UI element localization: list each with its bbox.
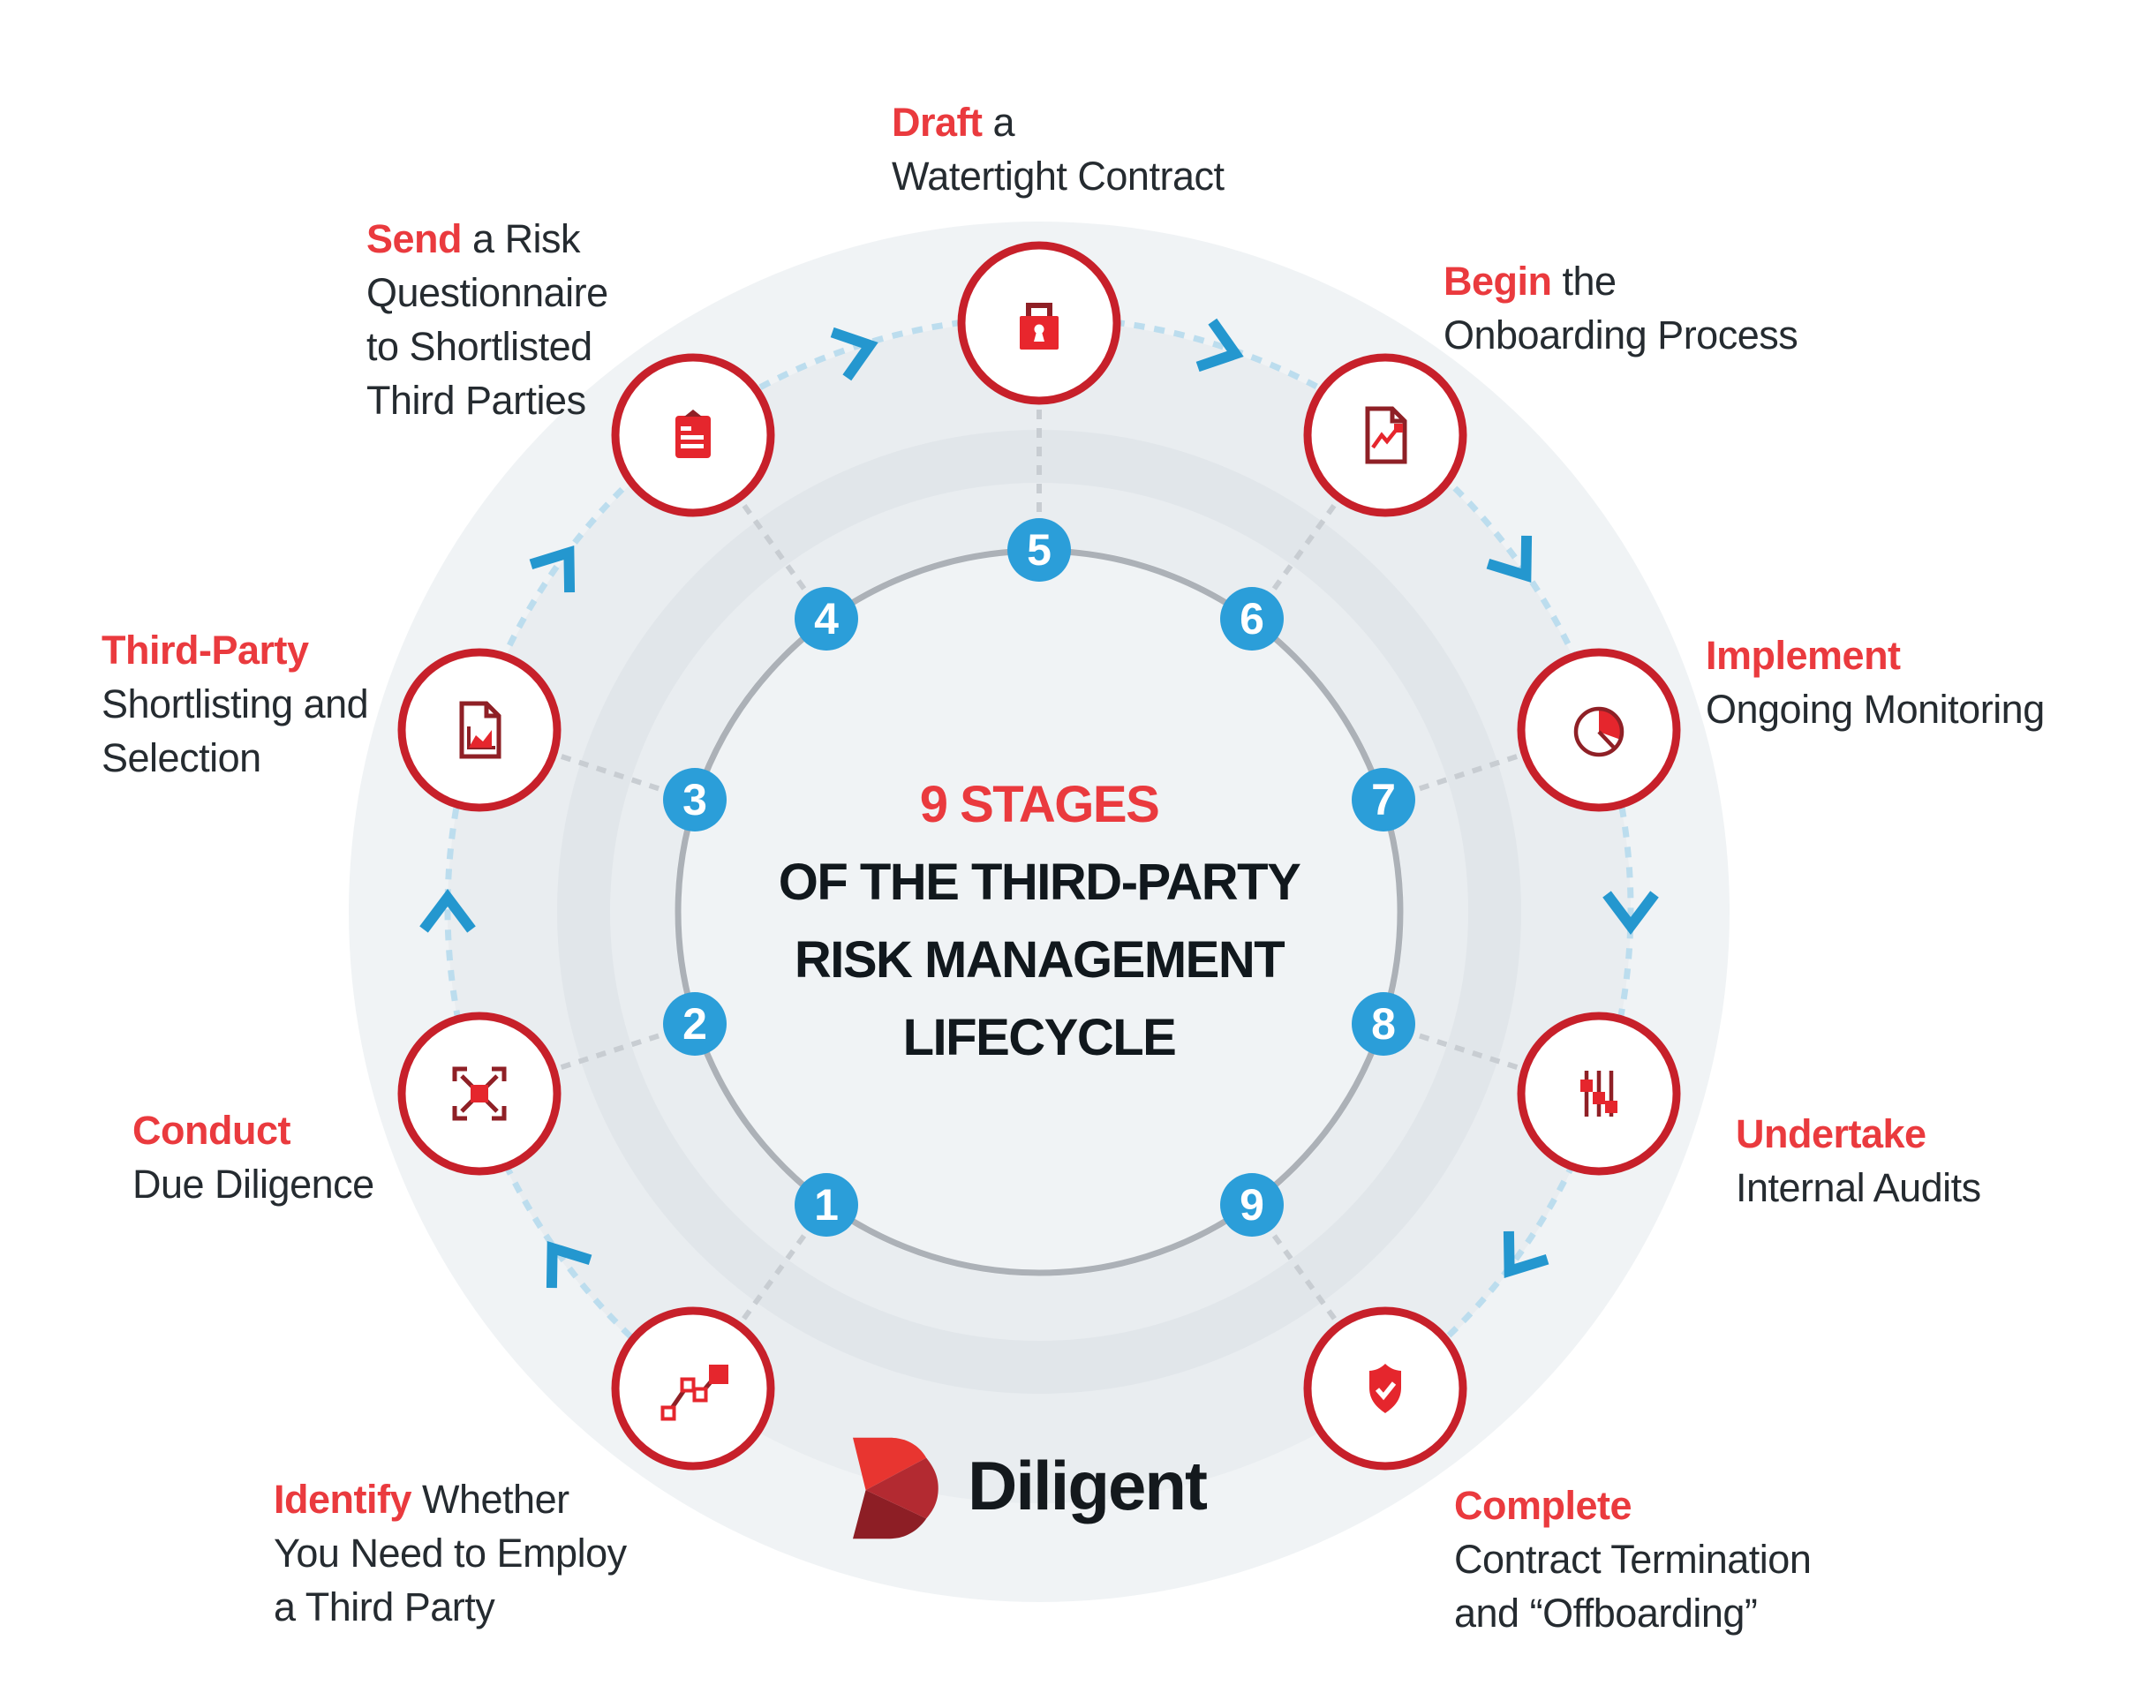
stage-icon-circles [397,241,1681,1471]
stage-label-text: Watertight Contract [892,154,1225,199]
stage-keyword: Conduct [132,1108,290,1153]
title-line: LIFECYCLE [902,1009,1177,1066]
direction-chevrons [419,318,1659,1289]
chevron-icon [1503,1230,1549,1279]
stage-3-label: Third-Party Shortlisting and Selection [102,623,508,785]
trend-chart-icon [660,1365,728,1421]
stage-keyword: Identify [274,1477,412,1522]
chevron-icon [546,1240,592,1289]
stage-5-badge: 5 [1007,518,1071,582]
stage-5-label: Draft a Watertight Contract [892,95,1386,203]
chevron-icon [830,327,878,381]
stage-9-badge: 9 [1220,1173,1284,1237]
stage-label-text: Onboarding Process [1444,312,1798,357]
chevron-icon [419,889,476,933]
stage-6-label: Begin the Onboarding Process [1444,254,1973,362]
stage-label-text: a Risk [462,216,581,261]
stage-label-text: Due Diligence [132,1162,374,1207]
stage-4-badge: 4 [795,587,858,651]
document-trend-icon [1365,406,1407,464]
stage-label-text: a [982,100,1015,145]
stage-1-badge: 1 [795,1173,858,1237]
lock-icon [1020,303,1059,350]
stage-7-label: Implement Ongoing Monitoring [1706,628,2130,736]
stage-label-text: Ongoing Monitoring [1706,687,2045,732]
stage-label-text: and “Offboarding” [1454,1591,1758,1636]
expand-arrows-icon [452,1066,507,1121]
stage-label-text: Third Parties [366,378,586,423]
title-line: OF THE THIRD-PARTY [778,854,1301,911]
page-title: 9 STAGES OF THE THIRD-PARTY RISK MANAGEM… [686,766,1392,1077]
center-disc [675,547,1404,1276]
stage-8-label: Undertake Internal Audits [1736,1107,2124,1215]
stage-label-text: Whether [411,1477,569,1522]
clipboard-icon [675,410,711,458]
stage-label-text: Questionnaire [366,270,608,315]
stage-keyword: Send [366,216,463,261]
stage-label-text: to Shortlisted [366,324,592,369]
chevron-icon [1602,891,1659,935]
stage-keyword: Complete [1454,1483,1632,1528]
stage-label-text: a Third Party [274,1584,495,1629]
stage-label-text: Selection [102,735,261,780]
shield-check-icon [1369,1364,1401,1413]
stage-label-text: Shortlisting and [102,681,369,726]
stage-7-badge: 7 [1352,768,1415,831]
stage-keyword: Draft [892,100,983,145]
stage-keyword: Undertake [1736,1111,1926,1156]
stage-3-badge: 3 [663,768,727,831]
stage-1-label: Identify Whether You Need to Employ a Th… [274,1472,839,1634]
stage-9-label: Complete Contract Termination and “Offbo… [1454,1479,1949,1640]
stage-label-text: Internal Audits [1736,1165,1981,1210]
sliders-icon [1580,1071,1617,1117]
diligent-logo-mark-icon [853,1437,939,1539]
pie-chart-icon [1573,706,1625,757]
diligent-logo: Diligent [853,1437,1208,1539]
stage-6-badge: 6 [1220,587,1284,651]
document-area-chart-icon [459,701,501,759]
stage-label-text: You Need to Employ [274,1531,627,1576]
stage-2-label: Conduct Due Diligence [132,1103,592,1211]
chevron-icon [529,545,576,593]
title-stages-count: 9 STAGES [919,776,1160,833]
stage-keyword: Third-Party [102,628,309,673]
stage-2-badge: 2 [663,992,727,1056]
stage-label-text: the [1551,259,1617,304]
chevron-icon [1486,535,1533,583]
title-line: RISK MANAGEMENT [794,931,1285,989]
stage-8-badge: 8 [1352,992,1415,1056]
stage-keyword: Begin [1444,259,1552,304]
stage-4-label: Send a Risk Questionnaire to Shortlisted… [366,212,790,427]
radial-connectors [558,407,1520,1322]
stage-keyword: Implement [1706,633,1901,678]
chevron-icon [1195,318,1244,372]
diligent-logo-text: Diligent [968,1446,1208,1524]
stage-label-text: Contract Termination [1454,1537,1812,1582]
